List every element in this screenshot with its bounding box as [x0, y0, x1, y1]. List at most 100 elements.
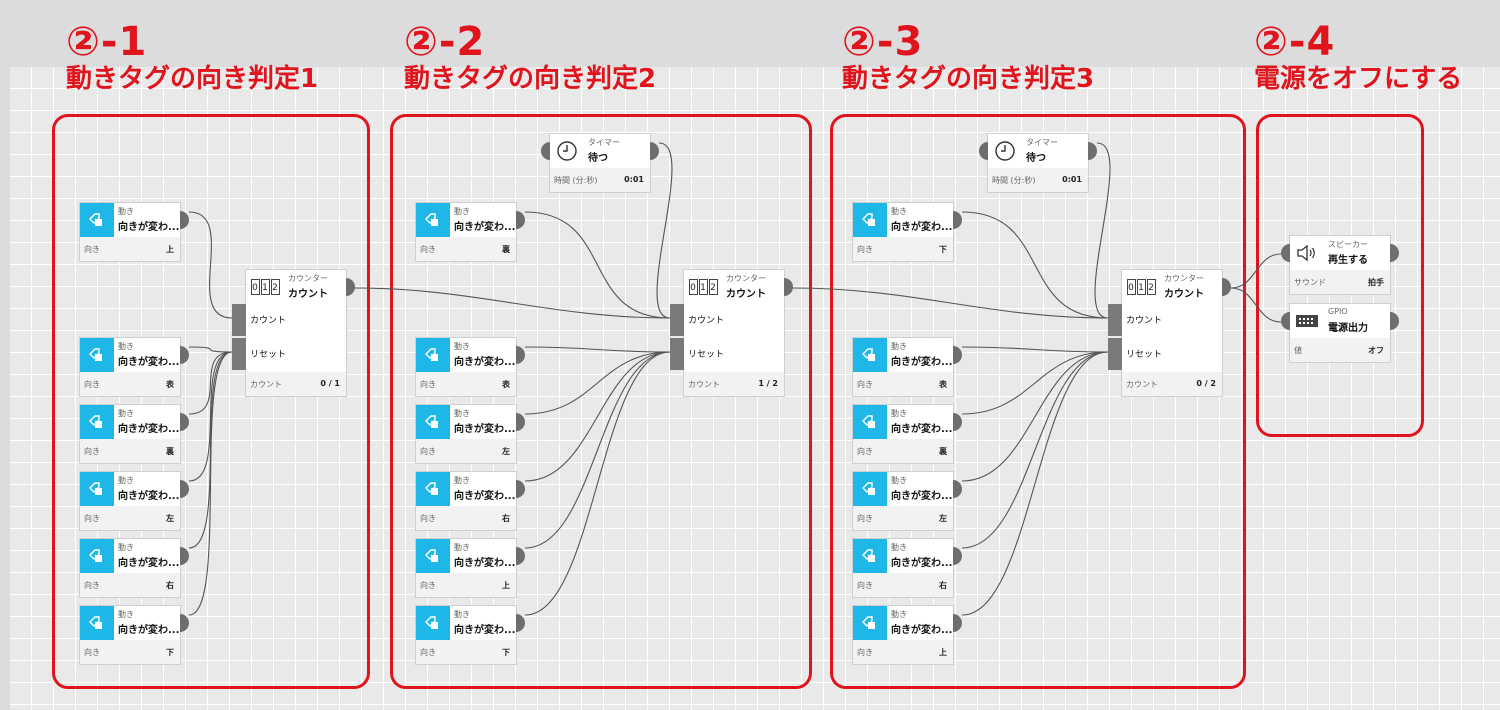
- input-port[interactable]: [1281, 312, 1290, 330]
- output-port[interactable]: [953, 413, 962, 431]
- motion-node[interactable]: 動き向きが変わ...向き裏: [853, 405, 953, 463]
- node-parameter[interactable]: 向き表: [80, 372, 180, 396]
- node-parameter[interactable]: 値オフ: [1290, 338, 1390, 362]
- output-port[interactable]: [180, 547, 189, 565]
- output-port[interactable]: [953, 211, 962, 229]
- input-port[interactable]: [1281, 244, 1290, 262]
- output-port[interactable]: [346, 278, 355, 296]
- node-parameter[interactable]: 向き 右: [80, 573, 180, 597]
- node-parameter[interactable]: 向き右: [416, 506, 516, 530]
- parameter-label: 向き: [857, 648, 873, 657]
- node-parameter[interactable]: 向き下: [416, 640, 516, 664]
- output-port[interactable]: [180, 413, 189, 431]
- motion-node[interactable]: 動き向きが変わ...向き表: [853, 338, 953, 396]
- motion-node[interactable]: 動き向きが変わ...向き上: [416, 539, 516, 597]
- connection-wire: [188, 346, 233, 353]
- motion-node[interactable]: 動き向きが変わ...向き上: [853, 606, 953, 664]
- node-title: 向きが変わ...: [118, 491, 180, 502]
- output-port[interactable]: [516, 346, 525, 364]
- node-parameter[interactable]: 向き左: [80, 506, 180, 530]
- output-port[interactable]: [180, 614, 189, 632]
- motion-node[interactable]: 動き向きが変わ...向き左: [416, 405, 516, 463]
- output-port[interactable]: [516, 480, 525, 498]
- motion-node[interactable]: 動き向きが変わ...向き右: [416, 472, 516, 530]
- output-port[interactable]: [1390, 244, 1399, 262]
- output-port[interactable]: [953, 480, 962, 498]
- motion-node[interactable]: 動き向きが変わ...向き下: [80, 606, 180, 664]
- node-parameter[interactable]: 向き下: [853, 237, 953, 261]
- motion-node[interactable]: 動き向きが変わ...向き下: [416, 606, 516, 664]
- timer-node[interactable]: タイマー待つ時間 (分:秒)0:01: [550, 134, 650, 192]
- output-port[interactable]: [180, 480, 189, 498]
- parameter-value: 下: [502, 648, 510, 657]
- count-input-port[interactable]: [1108, 304, 1122, 336]
- output-port[interactable]: [1222, 278, 1231, 296]
- output-port[interactable]: [784, 278, 793, 296]
- parameter-value: 右: [166, 581, 174, 590]
- node-parameter[interactable]: 向き裏: [853, 439, 953, 463]
- output-port[interactable]: [953, 346, 962, 364]
- output-port[interactable]: [1088, 142, 1097, 160]
- reset-input-port[interactable]: [232, 338, 246, 370]
- node-parameter[interactable]: サウンド拍手: [1290, 270, 1390, 294]
- motion-node[interactable]: 動き向きが変わ...向き左: [80, 472, 180, 530]
- output-port[interactable]: [516, 614, 525, 632]
- motion-node[interactable]: 動き向きが変わ...向き下: [853, 203, 953, 261]
- node-title: 向きが変わ...: [118, 222, 180, 233]
- counter-digit: 1: [698, 279, 708, 295]
- output-port[interactable]: [1390, 312, 1399, 330]
- node-title: 向きが変わ...: [891, 357, 953, 368]
- motion-node[interactable]: 動き向きが変わ...向き表: [416, 338, 516, 396]
- parameter-label: 時間 (分:秒): [992, 176, 1036, 185]
- counter-count-input-label: カウント: [250, 316, 287, 326]
- node-parameter[interactable]: 向き下: [80, 640, 180, 664]
- node-parameter[interactable]: 向き上: [853, 640, 953, 664]
- output-port[interactable]: [180, 346, 189, 364]
- motion-node[interactable]: 動き向きが変わ...向き表: [80, 338, 180, 396]
- motion-node[interactable]: 動き向きが変わ...向き上: [80, 203, 180, 261]
- node-parameter[interactable]: 向き左: [853, 506, 953, 530]
- node-parameter[interactable]: 向き左: [416, 439, 516, 463]
- node-parameter[interactable]: 時間 (分:秒)0:01: [988, 168, 1088, 192]
- output-port[interactable]: [516, 413, 525, 431]
- node-parameter[interactable]: 向き裏: [80, 439, 180, 463]
- reset-input-port[interactable]: [1108, 338, 1122, 370]
- node-parameter[interactable]: 向き右: [853, 573, 953, 597]
- connection-wire: [961, 211, 1109, 319]
- output-port[interactable]: [953, 614, 962, 632]
- reset-input-port[interactable]: [670, 338, 684, 370]
- output-port[interactable]: [516, 547, 525, 565]
- output-port[interactable]: [953, 547, 962, 565]
- count-input-port[interactable]: [670, 304, 684, 336]
- output-port[interactable]: [650, 142, 659, 160]
- motion-node[interactable]: 動き向きが変わ...向き右: [80, 539, 180, 597]
- motion-node[interactable]: 動き向きが変わ...向き左: [853, 472, 953, 530]
- motion-node[interactable]: 動き向きが変わ...向き裏: [416, 203, 516, 261]
- parameter-label: 向き: [84, 581, 100, 590]
- node-parameter[interactable]: 向き表: [416, 372, 516, 396]
- counter-digit: 0: [250, 279, 260, 295]
- parameter-value: 0:01: [624, 175, 644, 184]
- node-parameter[interactable]: 向き表: [853, 372, 953, 396]
- node-parameter[interactable]: 向き裏: [416, 237, 516, 261]
- input-port[interactable]: [541, 142, 550, 160]
- motion-node[interactable]: 動き向きが変わ...向き裏: [80, 405, 180, 463]
- node-parameter[interactable]: 時間 (分:秒)0:01: [550, 168, 650, 192]
- count-input-port[interactable]: [232, 304, 246, 336]
- node-parameter[interactable]: 向き上: [416, 573, 516, 597]
- output-port[interactable]: [180, 211, 189, 229]
- speaker-node[interactable]: スピーカー再生するサウンド拍手: [1290, 236, 1390, 294]
- input-port[interactable]: [979, 142, 988, 160]
- timer-node[interactable]: タイマー待つ時間 (分:秒)0:01: [988, 134, 1088, 192]
- output-port[interactable]: [516, 211, 525, 229]
- motion-node[interactable]: 動き向きが変わ...向き右: [853, 539, 953, 597]
- section-number: ②-4: [1254, 19, 1336, 65]
- node-parameter[interactable]: 向き上: [80, 237, 180, 261]
